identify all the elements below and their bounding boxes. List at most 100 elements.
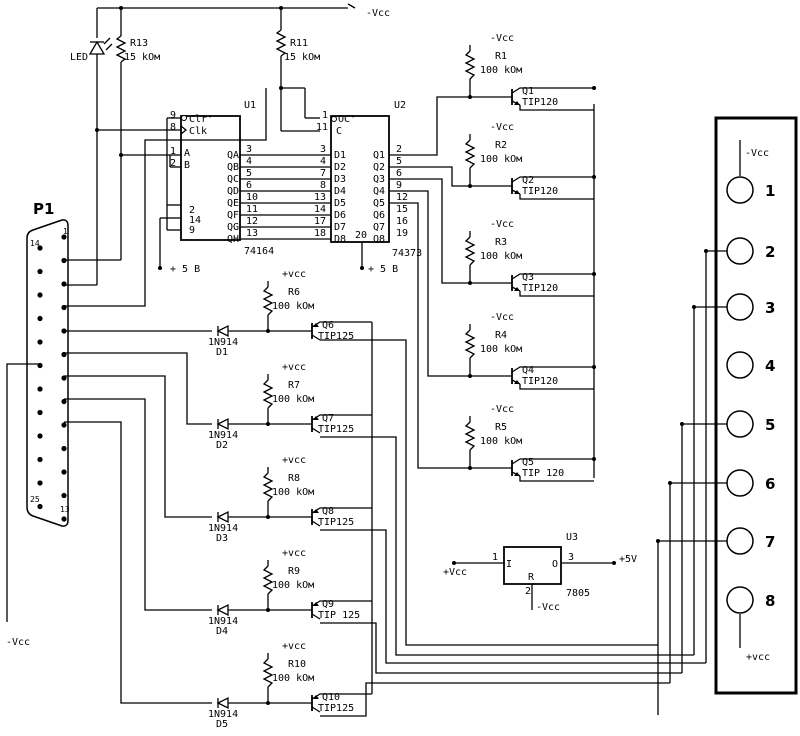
u2-label-q4: Q4 <box>373 186 385 197</box>
p1-pin <box>37 386 43 392</box>
u2-label-q7: Q7 <box>373 222 385 233</box>
q10-name: Q10 <box>322 692 340 703</box>
left-vcc-label: -Vcc <box>6 637 30 648</box>
r1-supply: -Vcc <box>490 33 514 44</box>
diode-1-part: 1N914 <box>208 337 238 348</box>
u2-label-q2: Q2 <box>373 162 385 173</box>
r10-value: 100 kOм <box>272 673 314 684</box>
output-pin-circle <box>726 351 754 379</box>
u3-pin-gnd: 2 <box>525 586 531 597</box>
u2-label-oc: OC' <box>338 114 356 125</box>
r2-name: R2 <box>495 140 507 151</box>
out-top-supply: -Vcc <box>745 148 769 159</box>
r2-value: 100 kOм <box>480 154 522 165</box>
output-pin-5: 5 <box>726 410 775 438</box>
r3-name: R3 <box>495 237 507 248</box>
p1-pin13-label: 13 <box>60 505 70 514</box>
q6-part: TIP125 <box>318 331 354 342</box>
u2-pin-gnd: 20 <box>355 230 367 241</box>
u1-pin-clr: 9 <box>170 110 176 121</box>
q8-name: Q8 <box>322 506 334 517</box>
u2-label-q8: Q8 <box>373 234 385 245</box>
r8-supply: +vcc <box>282 455 306 466</box>
r4-symbol <box>464 329 476 359</box>
output-pin-label: 2 <box>765 243 775 261</box>
u1-name: U1 <box>244 100 256 111</box>
r11-name: R11 <box>290 38 308 49</box>
diode-3-name: D3 <box>216 533 228 544</box>
u1-label-a: A <box>184 148 190 159</box>
output-pin-circle <box>726 469 754 497</box>
u3-gnd-supply: -Vcc <box>536 602 560 613</box>
output-pin-circle <box>726 176 754 204</box>
u1-pin-qg: 12 <box>246 216 258 227</box>
p1-pin25-label: 25 <box>30 495 40 504</box>
ic-u2: U2 74373 1 11 OC' C D1 D2 D3 D4 D5 D6 D7… <box>316 100 422 275</box>
u1-label-b: B <box>184 160 190 171</box>
u1-pin-clk: 8 <box>170 122 176 133</box>
led: LED <box>70 8 113 285</box>
u1-pin-qh: 13 <box>246 228 258 239</box>
u2-pin-q4: 9 <box>396 180 402 191</box>
r4-value: 100 kOм <box>480 344 522 355</box>
p1-pin <box>37 409 43 416</box>
u1-pin-gnd2: 14 <box>189 215 201 226</box>
r8-name: R8 <box>288 473 300 484</box>
q10-part: TIP125 <box>318 703 354 714</box>
u2-pin-q6: 15 <box>396 204 408 215</box>
p1-pin <box>61 469 67 475</box>
u1-pin-b: 2 <box>170 158 176 169</box>
q9-name: Q9 <box>322 599 334 610</box>
u1-pin-qb: 4 <box>246 156 252 167</box>
u1-pin-gnd3: 9 <box>189 225 195 236</box>
u2-label-d5: D5 <box>334 198 346 209</box>
u2-plus5-label: + 5 B <box>368 264 398 275</box>
u2-pin-d7: 17 <box>314 216 326 227</box>
u3-part: 7805 <box>566 588 590 599</box>
r10-symbol <box>262 658 274 688</box>
r7-symbol <box>262 379 274 409</box>
p1-pin <box>37 268 43 275</box>
u1-label-clr: Clr' <box>189 114 213 125</box>
q4-part: TIP120 <box>522 376 558 387</box>
u2-pin-q5: 12 <box>396 192 408 203</box>
q3-part: TIP120 <box>522 283 558 294</box>
r9-supply: +vcc <box>282 548 306 559</box>
u3-label-out: O <box>552 559 558 570</box>
u1-label-qc: QC <box>227 174 239 185</box>
u2-pin-d8: 18 <box>314 228 326 239</box>
u1-label-qh: QH <box>227 234 239 245</box>
r8-value: 100 kOм <box>272 487 314 498</box>
u2-label-q5: Q5 <box>373 198 385 209</box>
r5-name: R5 <box>495 422 507 433</box>
p1-pins <box>37 234 67 522</box>
u1-pin-gnd1: 2 <box>189 205 195 216</box>
output-pin-3: 3 <box>726 293 775 321</box>
output-pin-circle <box>726 293 754 321</box>
u2-pin-c: 11 <box>316 122 328 133</box>
u2-pin-q2: 5 <box>396 156 402 167</box>
u2-pin-d2: 4 <box>320 156 326 167</box>
output-wires <box>656 249 727 715</box>
u1-label-qe: QE <box>227 198 239 209</box>
r7-supply: +vcc <box>282 362 306 373</box>
u2-label-d3: D3 <box>334 174 346 185</box>
r7-name: R7 <box>288 380 300 391</box>
u2-label-q6: Q6 <box>373 210 385 221</box>
u2-label-q3: Q3 <box>373 174 385 185</box>
top-supply-rail: -Vcc <box>97 3 390 19</box>
diode-5-part: 1N914 <box>208 709 238 720</box>
connector-p1: P1 14 1 25 13 <box>26 200 70 527</box>
p1-pin <box>37 480 43 486</box>
u2-pin-q1: 2 <box>396 144 402 155</box>
resistor-r11: R11 15 kOм <box>275 8 320 132</box>
r5-value: 100 kOм <box>480 436 522 447</box>
r5-symbol <box>464 421 476 451</box>
output-pin-label: 3 <box>765 299 775 317</box>
u2-label-d1: D1 <box>334 150 346 161</box>
diode-4-name: D4 <box>216 626 228 637</box>
